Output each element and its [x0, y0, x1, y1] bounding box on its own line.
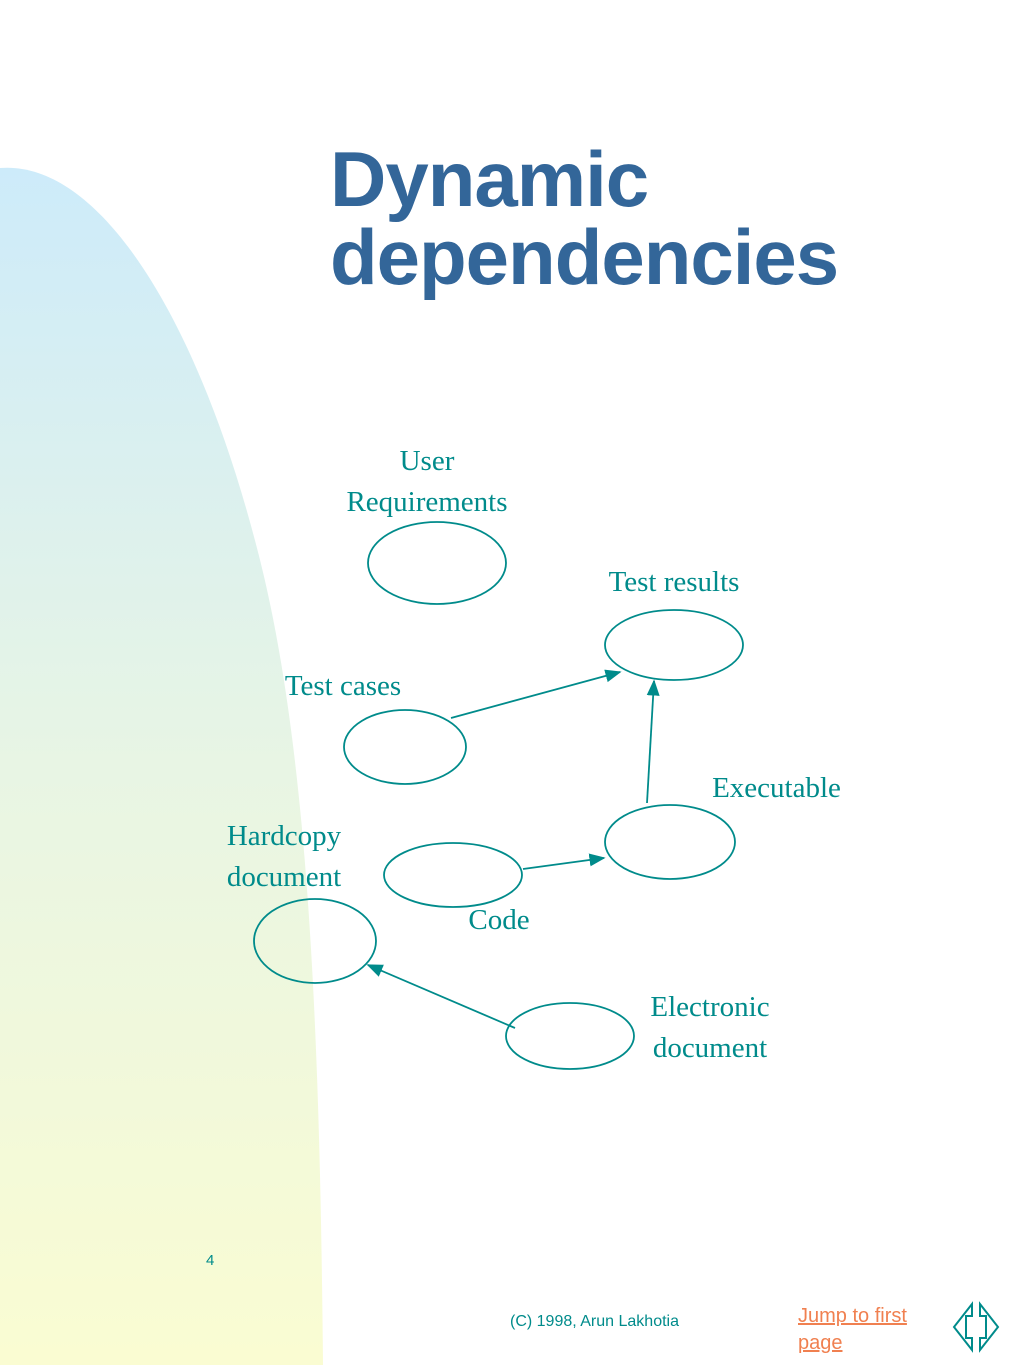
label-line: Test results — [608, 566, 740, 598]
edge-test-cases-to-test-results — [450, 669, 622, 719]
slide-title: Dynamic dependencies — [330, 135, 839, 301]
label-line: User — [399, 445, 455, 477]
label-line: document — [226, 861, 342, 893]
label-test-results: Test results — [589, 562, 759, 603]
node-test-results — [604, 609, 744, 681]
node-code — [383, 842, 523, 908]
label-line: Executable — [712, 772, 841, 804]
node-hardcopy-document — [253, 898, 377, 984]
label-code: Code — [454, 900, 544, 941]
label-line: Test cases — [284, 670, 402, 702]
diagram-edges — [366, 669, 660, 1029]
label-executable: Executable — [694, 768, 859, 809]
node-executable — [604, 804, 736, 880]
label-user-requirements: User Requirements — [332, 441, 522, 523]
label-hardcopy-document: Hardcopy document — [214, 816, 354, 898]
label-line: Hardcopy — [226, 820, 342, 852]
label-line: document — [652, 1032, 768, 1064]
label-line: Electronic — [650, 991, 770, 1023]
title-line-1: Dynamic — [330, 135, 649, 223]
jump-to-first-page-link[interactable]: Jump to first page — [798, 1305, 907, 1354]
edge-code-to-executable — [522, 853, 606, 870]
edge-electronic-to-hardcopy — [366, 964, 516, 1029]
label-line: Requirements — [346, 486, 508, 518]
node-test-cases — [343, 709, 467, 785]
title-line-2: dependencies — [330, 213, 839, 301]
node-user-requirements — [367, 521, 507, 605]
label-electronic-document: Electronic document — [630, 987, 790, 1069]
copyright-footer: (C) 1998, Arun Lakhotia — [510, 1313, 679, 1330]
label-test-cases: Test cases — [268, 666, 418, 707]
prev-next-arrows-icon[interactable] — [950, 1300, 1002, 1354]
edge-executable-to-test-results — [646, 679, 660, 804]
label-line: Code — [468, 904, 530, 936]
page-number: 4 — [206, 1252, 215, 1269]
node-electronic-document — [505, 1002, 635, 1070]
diagram-nodes — [253, 521, 744, 1070]
